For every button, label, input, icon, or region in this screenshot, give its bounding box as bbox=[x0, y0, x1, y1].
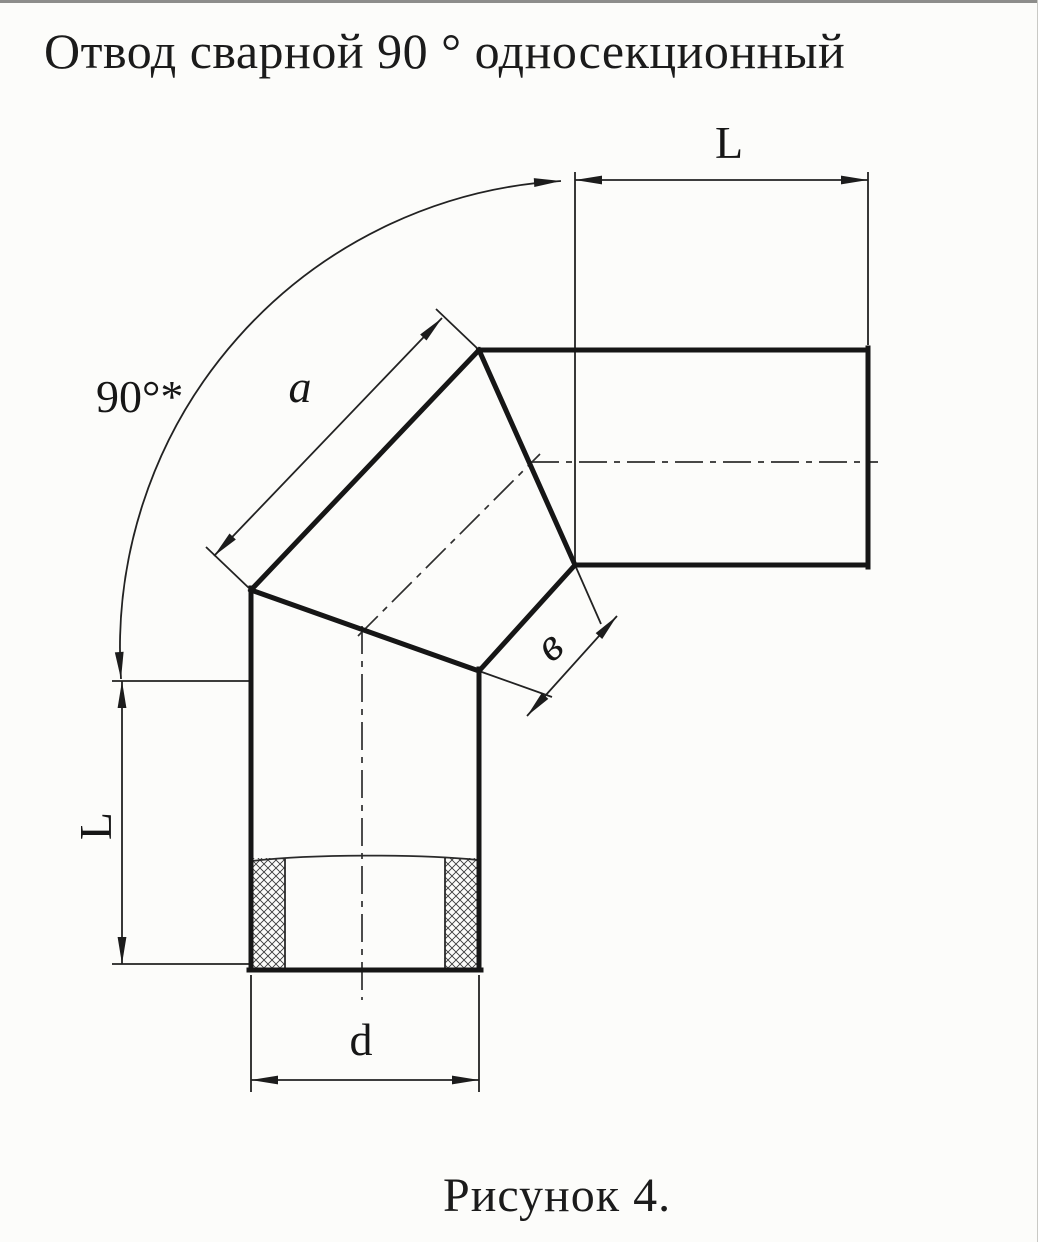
dim-label-a: a bbox=[289, 361, 312, 412]
figure-caption: Рисунок 4. bbox=[443, 1169, 672, 1222]
elbow-outline bbox=[246, 345, 871, 973]
socket-cross-section bbox=[251, 854, 479, 968]
hatch-right-wall bbox=[445, 858, 478, 968]
hatch-left-wall bbox=[252, 858, 285, 968]
dim-label-L-top: L bbox=[715, 117, 743, 168]
dim-label-d: d bbox=[350, 1014, 373, 1065]
dim-v-line bbox=[526, 615, 618, 717]
extension-lines bbox=[112, 172, 869, 1092]
dim-label-L-left: L bbox=[70, 812, 121, 840]
scan-edge-top bbox=[0, 0, 1038, 3]
dim-angle-arc bbox=[114, 178, 562, 680]
drawing-title: Отвод сварной 90 ° односекционный bbox=[44, 23, 846, 79]
dim-label-v: в bbox=[525, 619, 573, 671]
dimension-lines bbox=[114, 175, 868, 1085]
centerlines bbox=[357, 453, 878, 1000]
dim-label-angle: 90°* bbox=[96, 371, 183, 422]
dim-a-line bbox=[213, 317, 443, 557]
